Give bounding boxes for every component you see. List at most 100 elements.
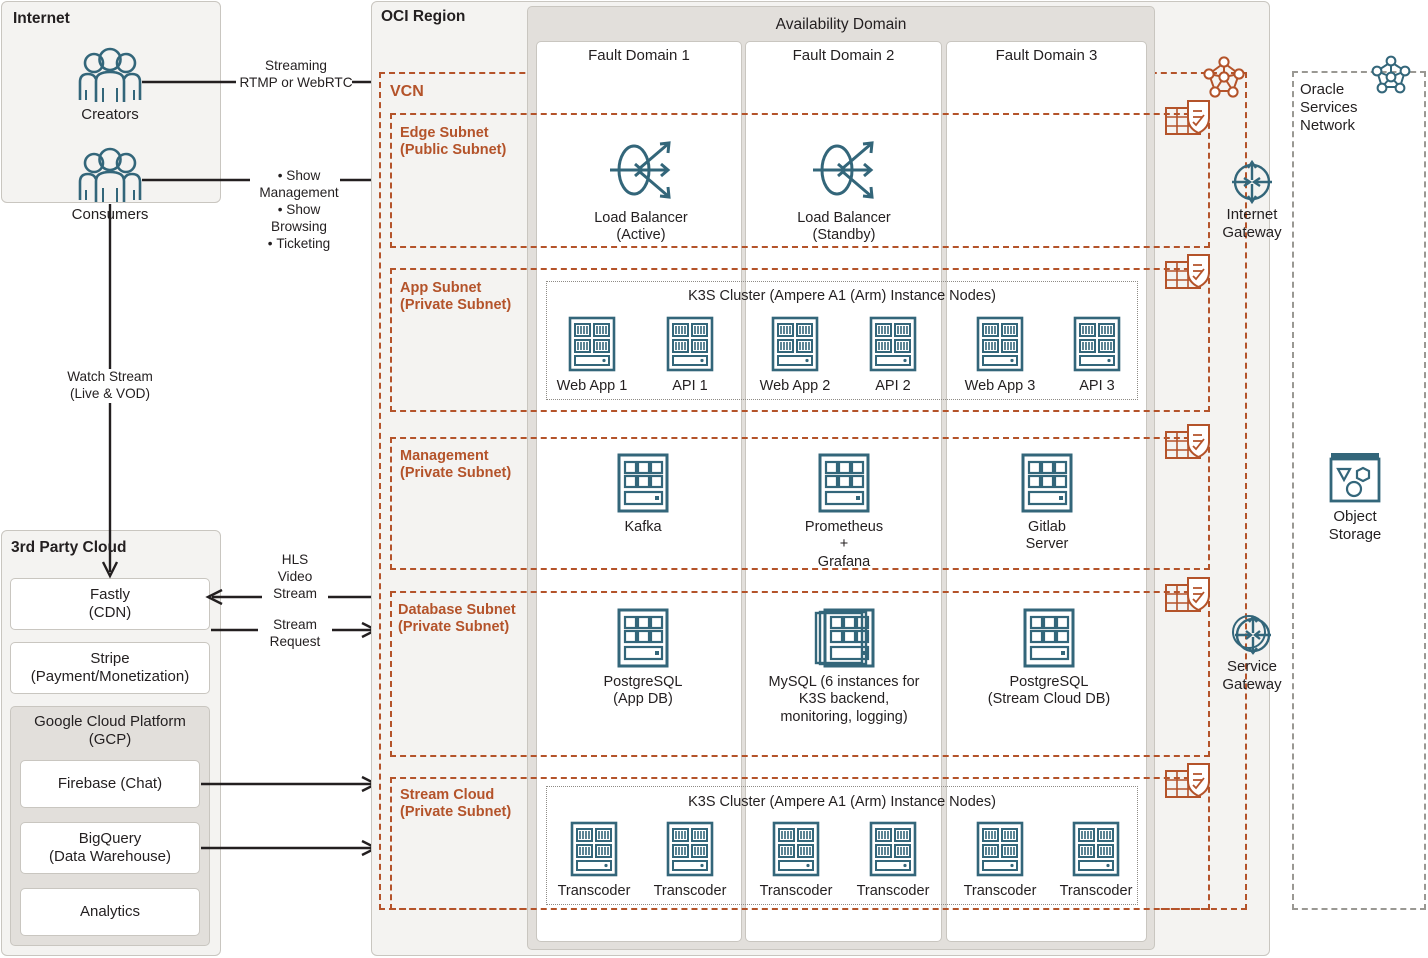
- fault-domain-label-3: Fault Domain 3: [995, 47, 1098, 64]
- fault-domain-label-2: Fault Domain 2: [792, 47, 895, 64]
- security-list-icon: [1162, 761, 1214, 807]
- node-postgresql-app-db[interactable]: PostgreSQL (App DB): [592, 607, 694, 709]
- node-label: Load Balancer (Active): [594, 210, 688, 244]
- instance-icon: [975, 315, 1025, 373]
- node-transcoder-6[interactable]: Transcoder: [1058, 820, 1134, 900]
- service-fastly[interactable]: Fastly (CDN): [10, 578, 210, 630]
- node-web-app-1[interactable]: Web App 1: [556, 315, 628, 395]
- node-transcoder-4[interactable]: Transcoder: [855, 820, 931, 900]
- users-icon: [72, 147, 148, 206]
- node-label: Transcoder: [856, 883, 930, 899]
- subnet-database-label: Database Subnet (Private Subnet): [398, 602, 516, 636]
- network-icon: [1368, 53, 1414, 97]
- node-label: Load Balancer (Standby): [797, 210, 891, 244]
- node-object-storage[interactable]: Object Storage: [1316, 448, 1394, 544]
- security-list-icon: [1162, 575, 1214, 621]
- subnet-edge-label: Edge Subnet (Public Subnet): [400, 125, 507, 159]
- instance-icon: [771, 820, 821, 878]
- instance-icon: [1071, 820, 1121, 878]
- node-gitlab-server[interactable]: Gitlab Server: [1005, 452, 1089, 554]
- node-load-balancer-active[interactable]: Load Balancer (Active): [578, 135, 704, 245]
- gateway-label: Service Gateway: [1222, 658, 1282, 693]
- node-label: API 3: [1079, 378, 1115, 394]
- node-transcoder-1[interactable]: Transcoder: [556, 820, 632, 900]
- service-bigquery[interactable]: BigQuery (Data Warehouse): [20, 822, 200, 874]
- k3s-cluster-stream-title: K3S Cluster (Ampere A1 (Arm) Instance No…: [688, 794, 996, 810]
- gateway-service[interactable]: Service Gateway: [1213, 610, 1291, 694]
- database-icon: [816, 452, 872, 514]
- node-web-app-3[interactable]: Web App 3: [964, 315, 1036, 395]
- bullet-ticketing: • Ticketing: [267, 235, 331, 251]
- node-transcoder-2[interactable]: Transcoder: [652, 820, 728, 900]
- node-transcoder-5[interactable]: Transcoder: [962, 820, 1038, 900]
- service-firebase[interactable]: Firebase (Chat): [20, 760, 200, 808]
- instance-icon: [1072, 315, 1122, 373]
- service-gateway-icon: [1227, 610, 1277, 658]
- edge-label-hls: HLS Video Stream: [262, 552, 328, 603]
- node-label: Gitlab Server: [1025, 519, 1069, 553]
- instance-icon: [569, 820, 619, 878]
- third-party-cloud-title: 3rd Party Cloud: [11, 539, 127, 556]
- instance-icon: [567, 315, 617, 373]
- node-label: Transcoder: [963, 883, 1037, 899]
- node-label: Web App 1: [556, 378, 628, 394]
- connector-lines-left: [101, 80, 381, 857]
- node-prometheus-grafana[interactable]: Prometheus + Grafana: [802, 452, 886, 571]
- node-label: Web App 2: [759, 378, 831, 394]
- gateway-internet[interactable]: Internet Gateway: [1213, 158, 1291, 242]
- node-mysql[interactable]: MySQL (6 instances for K3S backend, moni…: [768, 607, 920, 726]
- instance-icon: [975, 820, 1025, 878]
- object-storage-icon: [1325, 448, 1385, 508]
- service-stripe[interactable]: Stripe (Payment/Monetization): [10, 642, 210, 694]
- node-label: Prometheus + Grafana: [804, 519, 884, 570]
- database-icon: [1019, 452, 1075, 514]
- instance-icon: [770, 315, 820, 373]
- subnet-app-boundary: [390, 268, 1210, 412]
- node-label: API 1: [672, 378, 708, 394]
- database-icon: [615, 452, 671, 514]
- node-kafka[interactable]: Kafka: [601, 452, 685, 536]
- edge-label-watch-stream: Watch Stream (Live & VOD): [45, 369, 175, 403]
- node-transcoder-3[interactable]: Transcoder: [758, 820, 834, 900]
- k3s-cluster-app-title: K3S Cluster (Ampere A1 (Arm) Instance No…: [688, 288, 996, 304]
- oci-region-title: OCI Region: [381, 8, 466, 25]
- subnet-management-boundary: [390, 437, 1210, 570]
- node-label: PostgreSQL (App DB): [603, 674, 683, 708]
- actor-creators: Creators: [62, 47, 158, 124]
- node-load-balancer-standby[interactable]: Load Balancer (Standby): [781, 135, 907, 245]
- node-label: Transcoder: [557, 883, 631, 899]
- instance-icon: [665, 820, 715, 878]
- node-label: API 2: [875, 378, 911, 394]
- load-balancer-icon: [809, 135, 879, 205]
- vcn-label: VCN: [390, 83, 424, 100]
- database-icon: [1021, 607, 1077, 669]
- instance-icon: [868, 820, 918, 878]
- node-web-app-2[interactable]: Web App 2: [759, 315, 831, 395]
- availability-domain-title: Availability Domain: [775, 16, 907, 33]
- oracle-services-network-title: Oracle Services Network: [1300, 81, 1358, 134]
- node-label: PostgreSQL (Stream Cloud DB): [987, 674, 1111, 708]
- database-icon: [615, 607, 671, 669]
- node-api-2[interactable]: API 2: [857, 315, 929, 395]
- internet-gateway-icon: [1228, 158, 1276, 206]
- oracle-services-network-boundary: [1292, 71, 1426, 910]
- actor-label: Creators: [81, 106, 139, 123]
- node-label: MySQL (6 instances for K3S backend, moni…: [768, 674, 920, 725]
- node-label: Transcoder: [1059, 883, 1133, 899]
- node-api-1[interactable]: API 1: [654, 315, 726, 395]
- service-analytics[interactable]: Analytics: [20, 888, 200, 936]
- subnet-edge-boundary: [390, 113, 1210, 248]
- users-icon: [72, 47, 148, 106]
- security-list-icon: [1162, 422, 1214, 468]
- database-stack-icon: [811, 607, 877, 669]
- node-api-3[interactable]: API 3: [1061, 315, 1133, 395]
- edge-label-stream-request: Stream Request: [258, 617, 332, 651]
- subnet-management-label: Management (Private Subnet): [400, 448, 512, 482]
- subnet-database-boundary: [390, 591, 1210, 757]
- node-postgresql-stream-cloud-db[interactable]: PostgreSQL (Stream Cloud DB): [974, 607, 1124, 709]
- fault-domain-label-1: Fault Domain 1: [588, 47, 690, 64]
